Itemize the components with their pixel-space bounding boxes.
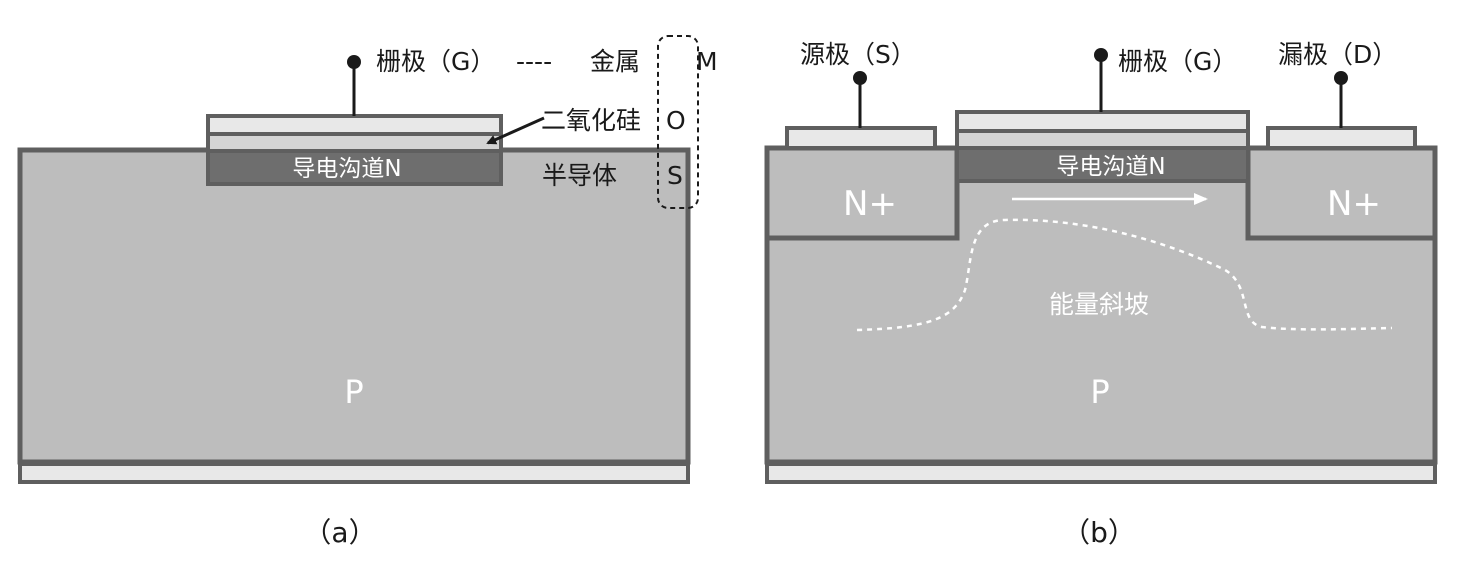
source-terminal xyxy=(853,71,867,85)
gate-terminal-a xyxy=(347,55,361,69)
n-plus-left xyxy=(764,145,960,241)
n-plus-right-label: N+ xyxy=(1327,184,1381,224)
gate-terminal-b xyxy=(1094,48,1108,62)
source-label: 源极（S） xyxy=(800,40,916,69)
drain-terminal xyxy=(1334,71,1348,85)
caption-a: （a） xyxy=(303,516,376,549)
gate-metal-a xyxy=(206,114,503,136)
metal-label-a: 金属 xyxy=(590,47,640,76)
gate-oxide-a xyxy=(206,132,503,153)
semiconductor-label-a: 半导体 xyxy=(542,161,617,190)
substrate-label-a: P xyxy=(344,373,363,411)
gate-dash-a: ---- xyxy=(516,47,552,76)
channel-label-b: 导电沟道N xyxy=(1056,154,1165,180)
gate-oxide-b xyxy=(955,129,1250,150)
letter-o: O xyxy=(666,106,686,135)
bottom-contact-b xyxy=(765,462,1437,484)
gate-label-b: 栅极（G） xyxy=(1118,47,1237,76)
letter-m: M xyxy=(696,47,718,76)
n-plus-right xyxy=(1245,145,1438,241)
energy-slope-curve xyxy=(856,218,1393,332)
bottom-contact-a xyxy=(18,462,690,484)
source-contact xyxy=(785,126,937,150)
panel-a: 导电沟道N 栅极（G） ---- 金属 二氧化硅 半导体 M O S P （a） xyxy=(17,35,718,549)
gate-metal-b xyxy=(955,110,1250,133)
mos-dashed-box xyxy=(657,35,699,209)
letter-s: S xyxy=(667,161,683,190)
substrate-label-b: P xyxy=(1090,373,1109,411)
drain-label: 漏极（D） xyxy=(1278,40,1397,69)
panel-b: N+ N+ 导电沟道N 源极（S） 栅极（G） 漏极（D） 能量斜坡 P （b） xyxy=(764,40,1438,549)
channel-label-a: 导电沟道N xyxy=(292,156,401,182)
drain-contact xyxy=(1266,126,1417,150)
p-substrate-a xyxy=(17,147,691,465)
oxide-arrow-a xyxy=(486,116,545,145)
caption-b: （b） xyxy=(1062,516,1136,549)
channel-a xyxy=(206,149,503,186)
oxide-label-a: 二氧化硅 xyxy=(541,106,641,135)
gate-label-a: 栅极（G） xyxy=(376,47,495,76)
energy-slope-label: 能量斜坡 xyxy=(1049,290,1149,319)
channel-b xyxy=(955,146,1250,183)
n-plus-left-label: N+ xyxy=(843,184,897,224)
